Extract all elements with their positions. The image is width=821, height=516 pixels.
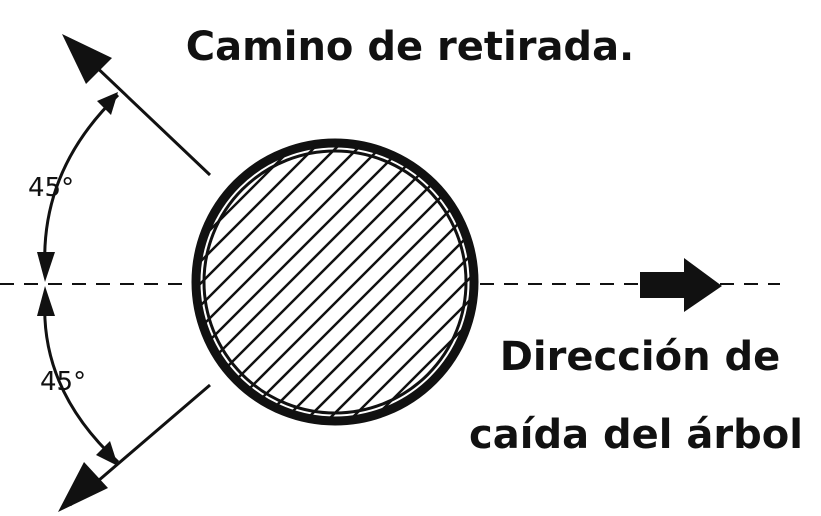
angle-label-upper: 45°	[28, 173, 74, 203]
angle-arc-upper	[43, 93, 120, 271]
fall-direction-arrow	[640, 258, 722, 312]
fall-direction-label-line1: Dirección de	[500, 334, 781, 380]
angle-arc-upper-arrow-top	[97, 92, 118, 115]
escape-route-upper-arrowhead	[62, 34, 112, 84]
angle-arc-lower-arrow-bottom	[96, 441, 118, 466]
title: Camino de retirada.	[186, 24, 635, 70]
tree-trunk	[191, 138, 479, 426]
angle-label-lower: 45°	[40, 367, 86, 397]
fall-direction-label-line2: caída del árbol	[469, 412, 803, 458]
angle-arc-lower	[43, 297, 120, 464]
angle-arc-lower-arrow-top	[37, 286, 55, 316]
escape-route-lower-arrowhead	[58, 462, 108, 512]
angle-arc-upper-arrow-bottom	[37, 252, 55, 282]
